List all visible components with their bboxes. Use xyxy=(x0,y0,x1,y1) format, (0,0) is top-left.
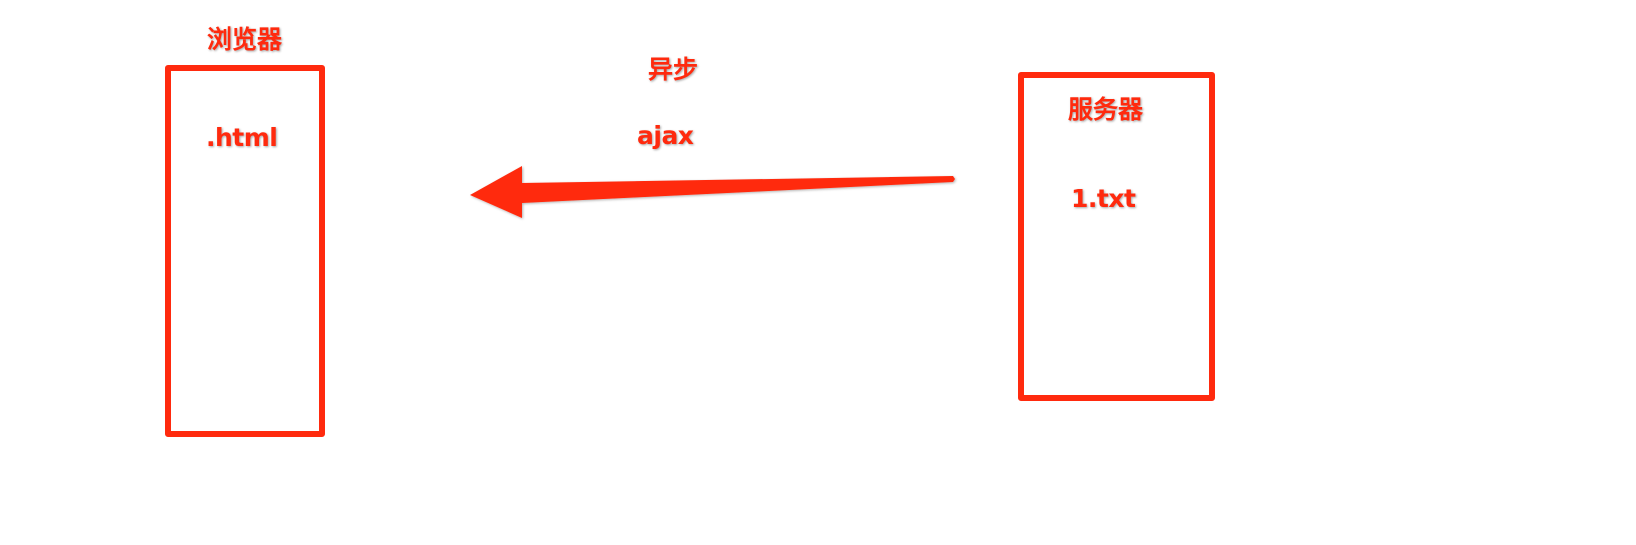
server-file-label: 1.txt xyxy=(1071,184,1136,213)
browser-box xyxy=(165,65,325,437)
browser-title: 浏览器 xyxy=(207,25,283,54)
server-title: 服务器 xyxy=(1068,95,1144,124)
server-box xyxy=(1018,72,1215,401)
arrow-shaft xyxy=(470,166,955,218)
async-label: 异步 xyxy=(648,55,699,84)
ajax-label: ajax xyxy=(637,121,694,150)
browser-file-label: .html xyxy=(206,123,278,152)
